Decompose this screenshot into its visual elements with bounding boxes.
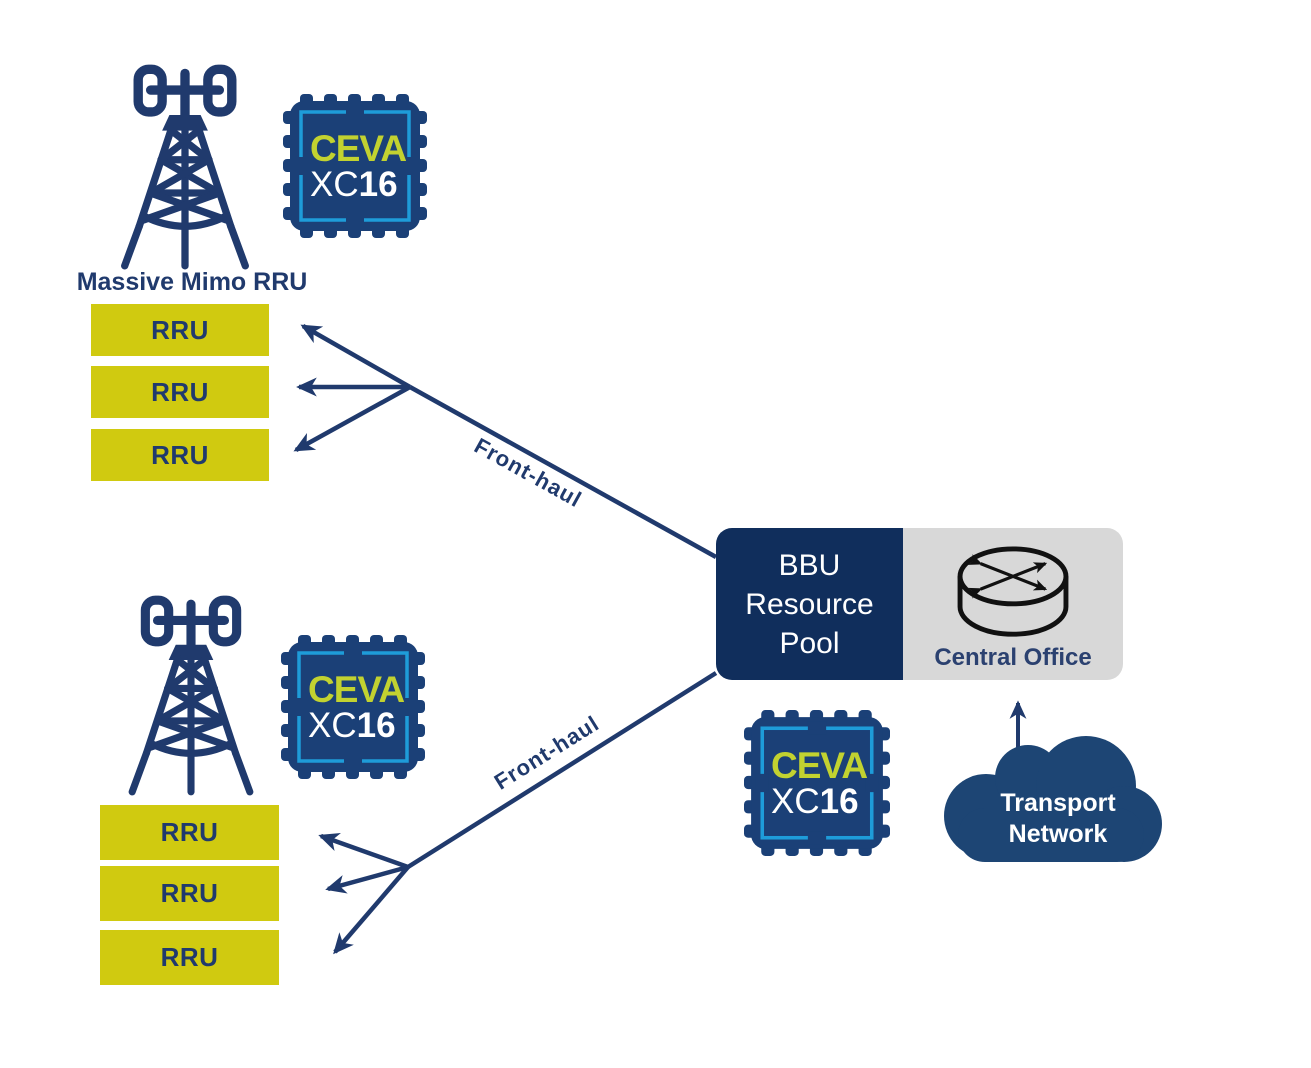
- rru-arrow-bottom-1: [318, 833, 409, 870]
- rru-box: RRU: [100, 805, 279, 860]
- bbu-line: BBU: [778, 548, 841, 582]
- transport-network-label: Transport Network: [1000, 789, 1116, 848]
- front-haul-line-bottom: [406, 671, 718, 869]
- ceva-xc16-chip-bottom: CEVA XC16: [281, 635, 425, 779]
- ceva-xc16-chip-center: CEVA XC16: [744, 710, 890, 856]
- chip-brand: CEVA: [310, 127, 407, 169]
- router-icon: [957, 546, 1069, 637]
- rru-arrow-top-1: [300, 324, 412, 389]
- rru-box: RRU: [100, 930, 279, 985]
- central-office-label: Central Office: [934, 644, 1092, 671]
- ceva-xc16-chip-top: CEVA XC16: [283, 94, 427, 238]
- chip-brand: CEVA: [771, 744, 868, 786]
- chip-model: XC16: [308, 705, 396, 745]
- transport-network-cloud: Transport Network: [936, 726, 1166, 866]
- massive-mimo-rru-label: Massive Mimo RRU: [76, 268, 308, 296]
- rru-box: RRU: [91, 429, 269, 481]
- rru-box: RRU: [100, 866, 279, 921]
- bbu-line: Resource: [745, 587, 874, 621]
- central-office-block: BBU Resource Pool Central Office: [716, 528, 1123, 680]
- rru-arrow-top-3: [293, 385, 412, 452]
- bbu-resource-pool: BBU Resource Pool: [716, 528, 903, 680]
- chip-brand: CEVA: [308, 668, 405, 710]
- front-haul-label-bottom: Front-haul: [489, 710, 604, 795]
- cell-tower-icon: [128, 595, 254, 796]
- cloud-icon: [944, 736, 1162, 862]
- front-haul-label-top: Front-haul: [470, 432, 587, 513]
- rru-arrow-bottom-2: [325, 864, 409, 894]
- chip-model: XC16: [310, 164, 398, 204]
- rru-box: RRU: [91, 304, 269, 356]
- bbu-line: Pool: [779, 626, 840, 660]
- chip-icon: [744, 710, 890, 856]
- chip-model: XC16: [771, 781, 859, 821]
- rru-box: RRU: [91, 366, 269, 418]
- chip-icon: [281, 635, 425, 779]
- front-haul-line-top: [408, 385, 718, 559]
- cell-tower-icon: [121, 64, 249, 270]
- central-office-panel: Central Office: [903, 528, 1123, 680]
- rru-arrow-bottom-3: [333, 865, 410, 955]
- chip-icon: [283, 94, 427, 238]
